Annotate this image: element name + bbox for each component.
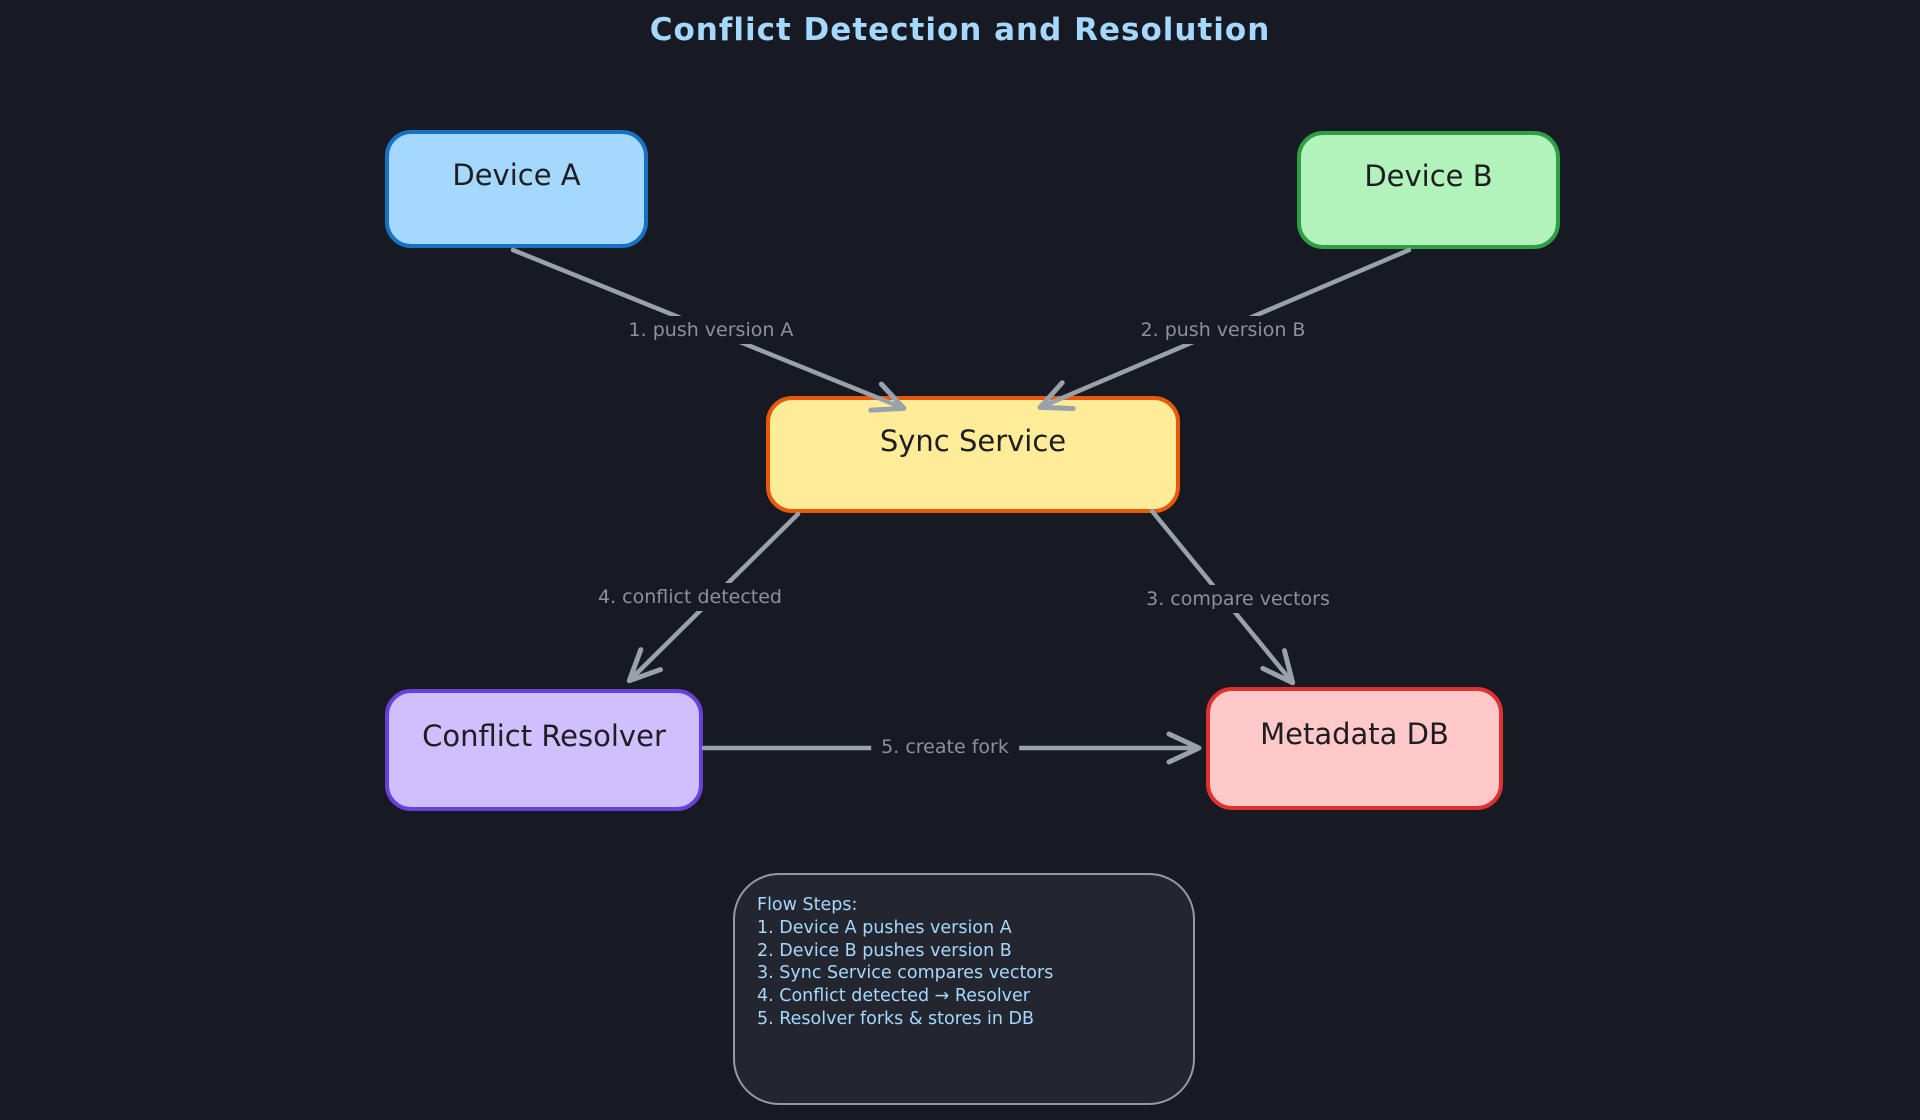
node-metadata-db-label: Metadata DB xyxy=(1260,717,1449,751)
node-conflict-resolver: Conflict Resolver xyxy=(385,689,703,811)
note-line-step-4: 4. Conflict detected → Resolver xyxy=(757,986,1031,1007)
node-sync-service: Sync Service xyxy=(766,396,1180,513)
note-line-step-2: 2. Device B pushes version B xyxy=(757,940,1012,961)
node-sync-service-label: Sync Service xyxy=(879,424,1067,458)
edge-label-compare-vectors: 3. compare vectors xyxy=(1136,585,1340,613)
node-device-b: Device B xyxy=(1297,131,1560,249)
flow-steps-note: Flow Steps: 1. Device A pushes version A… xyxy=(733,873,1195,1105)
diagram-title: Conflict Detection and Resolution xyxy=(649,12,1271,48)
edge-label-create-fork: 5. create fork xyxy=(871,733,1019,761)
note-line-step-5: 5. Resolver forks & stores in DB xyxy=(757,1008,1034,1029)
node-device-a-label: Device A xyxy=(452,158,581,192)
note-line-step-1: 1. Device A pushes version A xyxy=(757,917,1012,938)
node-metadata-db: Metadata DB xyxy=(1206,687,1503,810)
note-line-step-3: 3. Sync Service compares vectors xyxy=(757,963,1054,984)
edge-label-conflict-detected: 4. conflict detected xyxy=(588,583,792,611)
note-line-title: Flow Steps: xyxy=(757,895,858,915)
node-device-a: Device A xyxy=(385,130,648,248)
edge-label-push-version-a: 1. push version A xyxy=(618,316,804,344)
edge-label-push-version-b: 2. push version B xyxy=(1130,316,1316,344)
node-device-b-label: Device B xyxy=(1364,159,1493,193)
node-conflict-resolver-label: Conflict Resolver xyxy=(422,719,666,753)
